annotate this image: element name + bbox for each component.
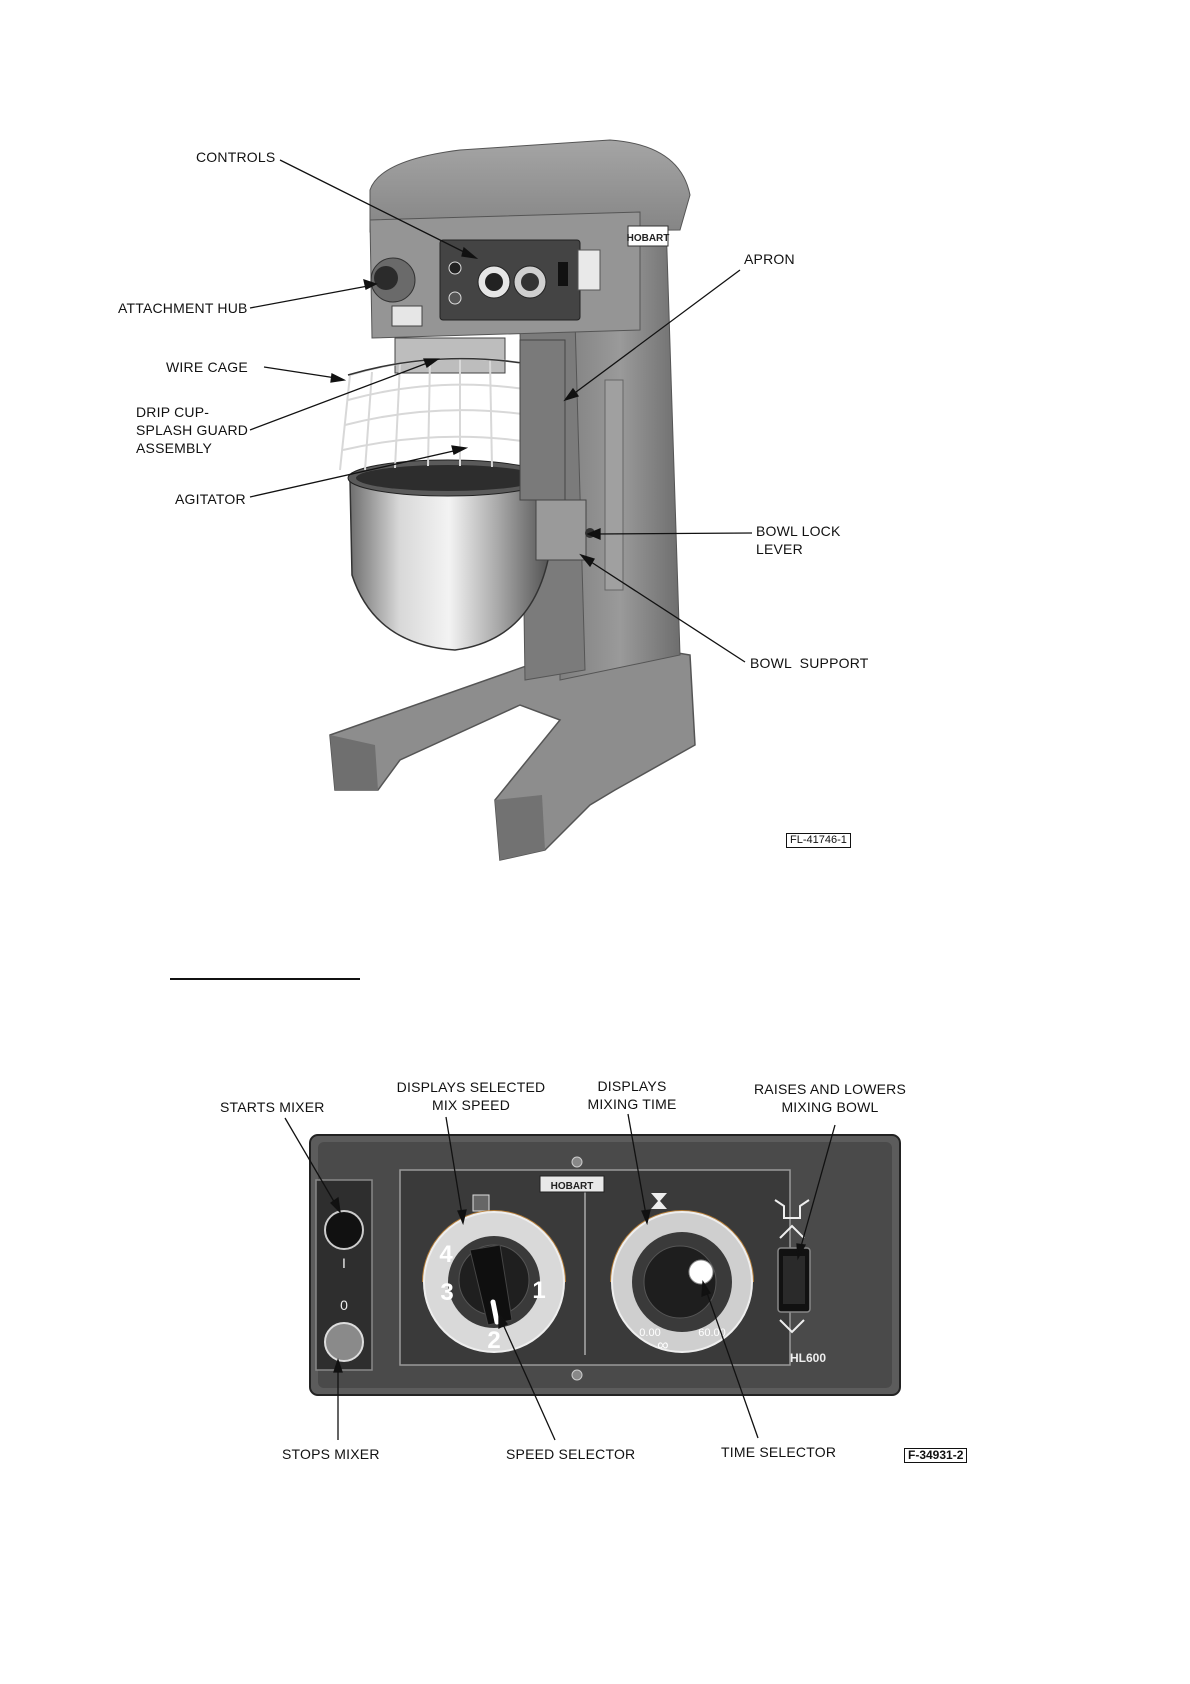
figure1-leaders: [249, 159, 753, 663]
speed-3: 3: [440, 1279, 453, 1306]
figure2-leaders: [284, 1113, 836, 1441]
label-bowl-lock-line2: LEVER: [756, 541, 803, 557]
label-stops-mixer: STOPS MIXER: [282, 1446, 380, 1462]
mixer-base: [329, 639, 696, 861]
label-apron: APRON: [744, 251, 795, 267]
hourglass-icon: [651, 1193, 667, 1209]
label-displays-speed-line2: MIX SPEED: [431, 1097, 511, 1113]
speed-4: 4: [439, 1241, 453, 1268]
bowl-support: [535, 499, 587, 561]
mixer-head: HOBART: [369, 139, 691, 339]
panel-brand: HOBART: [551, 1181, 594, 1192]
model-badge: HL600: [790, 1351, 826, 1365]
label-time-selector: TIME SELECTOR: [721, 1444, 837, 1460]
speed-1: 1: [532, 1277, 545, 1304]
label-bowl-support: BOWL SUPPORT: [750, 655, 869, 671]
bowl-lift-switch[interactable]: [777, 1247, 811, 1313]
label-drip-cup-line1: DRIP CUP-: [136, 404, 210, 420]
label-agitator: AGITATOR: [175, 491, 246, 507]
label-attachment-hub: ATTACHMENT HUB: [118, 300, 248, 316]
label-raises-line1: RAISES AND LOWERS: [754, 1081, 906, 1097]
speed-2: 2: [487, 1327, 500, 1354]
label-starts-mixer: STARTS MIXER: [220, 1099, 325, 1115]
section-rule: [170, 978, 360, 980]
figure1-ref: FL-41746-1: [786, 833, 851, 848]
label-displays-time-line1: DISPLAYS: [597, 1078, 667, 1094]
mixer-brand: HOBART: [627, 233, 670, 244]
time-min: 0.00: [639, 1327, 660, 1339]
label-displays-speed-line1: DISPLAYS SELECTED: [396, 1079, 546, 1095]
stop-symbol: 0: [340, 1297, 348, 1313]
label-bowl-lock-line1: BOWL LOCK: [756, 523, 841, 539]
speed-selector-knob[interactable]: [458, 1244, 530, 1326]
label-controls: CONTROLS: [196, 149, 276, 165]
label-displays-time-line2: MIXING TIME: [587, 1096, 677, 1112]
label-drip-cup-line3: ASSEMBLY: [136, 440, 213, 456]
label-raises-line2: MIXING BOWL: [781, 1099, 879, 1115]
time-selector-knob[interactable]: [643, 1245, 717, 1319]
speed-dial: 1 2 3 4: [422, 1194, 566, 1354]
time-dial: 0.00 60.00 ∞: [610, 1193, 754, 1354]
label-drip-cup-line2: SPLASH GUARD: [136, 422, 249, 438]
start-button[interactable]: [324, 1210, 364, 1250]
figure2-ref: F-34931-2: [904, 1448, 968, 1463]
label-wire-cage: WIRE CAGE: [166, 359, 248, 375]
label-speed-selector: SPEED SELECTOR: [506, 1446, 636, 1462]
start-symbol: I: [342, 1255, 346, 1271]
stop-button[interactable]: [324, 1322, 364, 1362]
infinity-symbol: ∞: [657, 1337, 668, 1354]
time-max: 60.00: [698, 1327, 726, 1339]
apron: [519, 339, 566, 501]
